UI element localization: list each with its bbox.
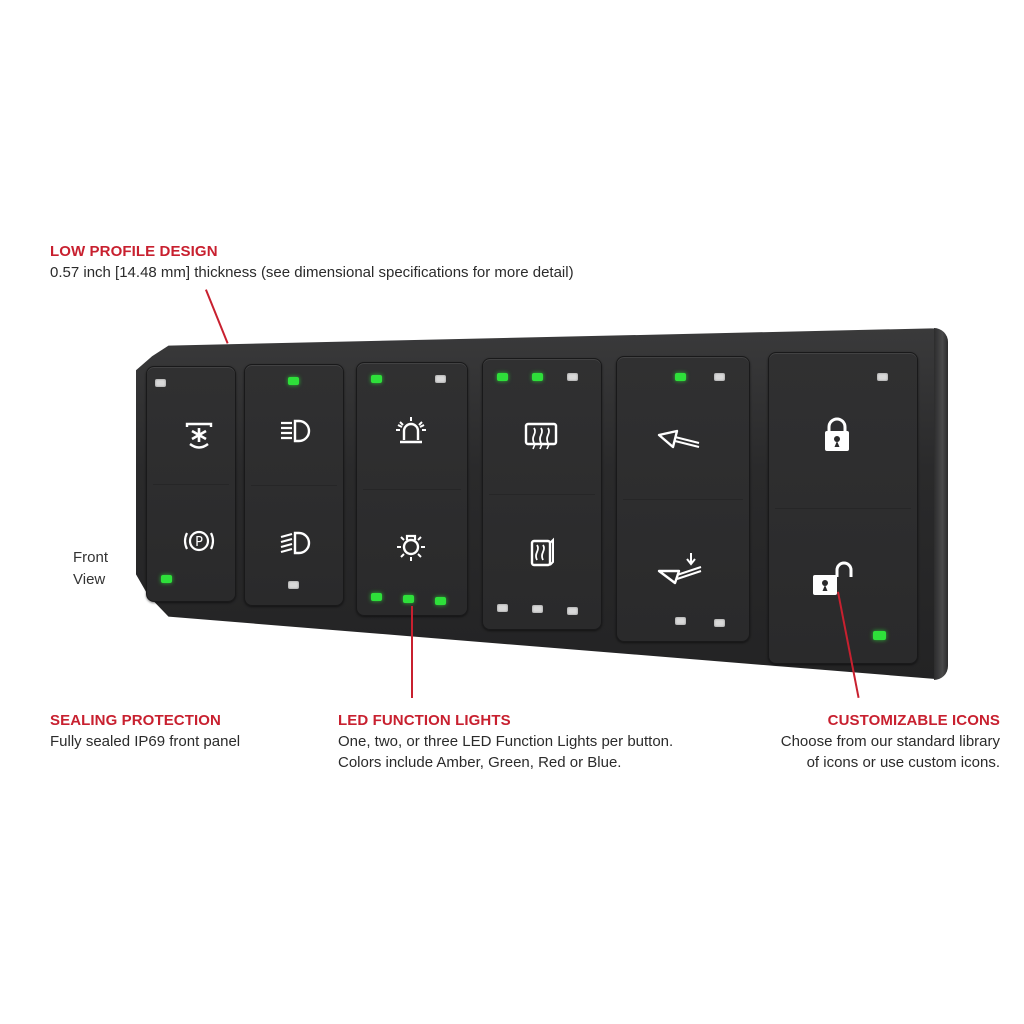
callout-desc-line2: of icons or use custom icons. [806, 754, 1000, 771]
front-view-line1: Front [73, 549, 109, 566]
led-indicator [497, 373, 508, 381]
led-indicator [675, 617, 686, 625]
led-indicator [567, 373, 578, 381]
led-indicator [532, 605, 543, 613]
led-indicator [714, 373, 725, 381]
led-indicator [532, 373, 543, 381]
led-indicator [675, 373, 686, 381]
lock-icon [819, 417, 855, 453]
high-beam-headlight-icon [277, 525, 313, 561]
button-split [775, 508, 911, 509]
plow-lower-icon [657, 551, 703, 587]
svg-text:P: P [195, 535, 203, 550]
callout-low-profile: LOW PROFILE DESIGN 0.57 inch [14.48 mm] … [50, 242, 574, 283]
light-bulb-icon [393, 527, 429, 563]
button-column-4[interactable] [482, 358, 602, 630]
keypad-panel: P [136, 328, 948, 680]
button-split [623, 499, 743, 500]
callout-desc: 0.57 inch [14.48 mm] thickness (see dime… [50, 264, 574, 281]
work-light-icon [181, 417, 217, 453]
led-indicator [288, 377, 299, 385]
led-indicator [371, 593, 382, 601]
low-beam-headlight-icon [277, 413, 313, 449]
callout-desc-line2: Colors include Amber, Green, Red or Blue… [338, 754, 622, 771]
plow-raise-icon [657, 421, 703, 457]
button-column-2[interactable] [244, 364, 344, 606]
callout-desc-line1: One, two, or three LED Function Lights p… [338, 733, 674, 750]
led-indicator [873, 631, 886, 640]
unlock-icon [809, 561, 859, 597]
led-indicator [288, 581, 299, 589]
callout-sealing-protection: SEALING PROTECTION Fully sealed IP69 fro… [50, 711, 240, 752]
mirror-heat-icon [523, 535, 559, 571]
led-indicator [155, 379, 166, 387]
led-indicator [714, 619, 725, 627]
button-split [251, 485, 337, 486]
callout-led-function-lights: LED FUNCTION LIGHTS One, two, or three L… [338, 711, 673, 773]
led-indicator [403, 595, 414, 603]
led-indicator [435, 597, 446, 605]
leader-line-led [411, 606, 413, 698]
callout-customizable-icons: CUSTOMIZABLE ICONS Choose from our stand… [781, 711, 1000, 773]
front-view-line2: View [73, 571, 106, 588]
button-column-1[interactable]: P [146, 366, 236, 602]
led-indicator [877, 373, 888, 381]
button-column-5[interactable] [616, 356, 750, 642]
button-split [489, 494, 595, 495]
callout-title: SEALING PROTECTION [50, 712, 221, 729]
callout-title: LED FUNCTION LIGHTS [338, 712, 511, 729]
callout-desc: Fully sealed IP69 front panel [50, 733, 241, 750]
led-indicator [435, 375, 446, 383]
panel-edge [934, 328, 948, 680]
led-indicator [567, 607, 578, 615]
parking-brake-icon: P [181, 523, 217, 559]
button-split [363, 489, 461, 490]
led-indicator [161, 575, 172, 583]
callout-title: CUSTOMIZABLE ICONS [827, 712, 1000, 729]
button-split [153, 484, 229, 485]
led-indicator [371, 375, 382, 383]
button-column-3[interactable] [356, 362, 468, 616]
rear-defrost-icon [523, 417, 559, 453]
front-view-label: Front View [73, 547, 108, 591]
beacon-light-icon [393, 413, 429, 449]
callout-title: LOW PROFILE DESIGN [50, 243, 218, 260]
callout-desc-line1: Choose from our standard library [780, 733, 1000, 750]
led-indicator [497, 604, 508, 612]
button-column-6[interactable] [768, 352, 918, 664]
